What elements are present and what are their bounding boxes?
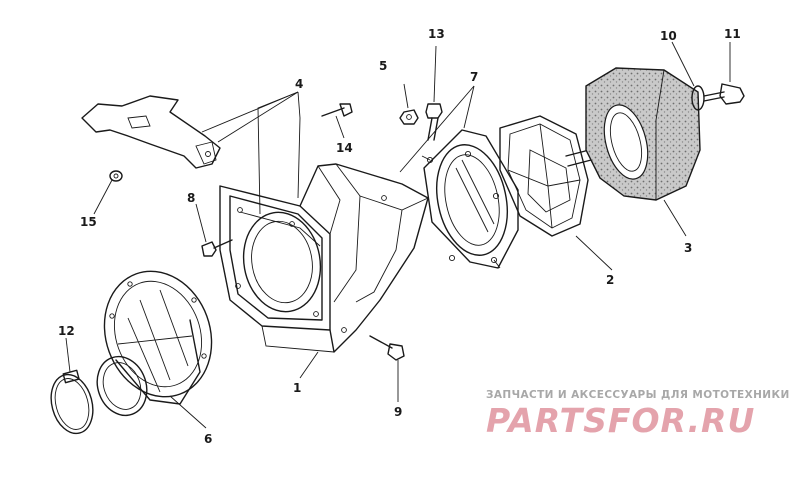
part-5-nut <box>399 109 419 125</box>
callout-13: 13 <box>428 27 445 41</box>
part-15-washer <box>109 170 123 182</box>
callout-3: 3 <box>684 241 692 255</box>
leader-lines <box>65 41 731 429</box>
watermark-brand: PARTSFOR.RU <box>486 401 755 440</box>
callout-14: 14 <box>336 141 353 155</box>
callout-4: 4 <box>295 77 303 91</box>
part-6-intake-boot <box>96 270 213 417</box>
part-11-wing-bolt <box>703 83 745 105</box>
callout-9: 9 <box>394 405 402 419</box>
part-12-hose-clamp <box>50 369 94 435</box>
callout-15: 15 <box>80 215 97 229</box>
part-9-bolt <box>369 335 405 361</box>
callout-5: 5 <box>379 59 387 73</box>
callout-7: 7 <box>470 70 478 84</box>
callout-12: 12 <box>58 324 75 338</box>
part-13-bolt <box>425 103 443 141</box>
part-1-airbox <box>219 163 429 353</box>
callout-1: 1 <box>293 381 301 395</box>
watermark: ЗАПЧАСТИ И АКСЕССУАРЫ ДЛЯ МОТОТЕХНИКИ PA… <box>486 389 790 440</box>
callout-10: 10 <box>660 29 677 43</box>
part-3-foam-filter[interactable] <box>585 67 701 201</box>
part-14-screw <box>321 103 353 117</box>
callout-8: 8 <box>187 191 195 205</box>
part-8-bolt <box>201 239 233 257</box>
callout-labels: 1 2 3 4 5 6 7 8 9 10 11 12 13 14 15 <box>58 27 741 446</box>
callout-11: 11 <box>724 27 741 41</box>
part-7-flange <box>421 129 519 269</box>
watermark-tagline: ЗАПЧАСТИ И АКСЕССУАРЫ ДЛЯ МОТОТЕХНИКИ <box>486 389 790 401</box>
part-10-washer <box>691 85 705 111</box>
part-4-bracket <box>81 95 221 169</box>
callout-6: 6 <box>204 432 212 446</box>
callout-2: 2 <box>606 273 614 287</box>
